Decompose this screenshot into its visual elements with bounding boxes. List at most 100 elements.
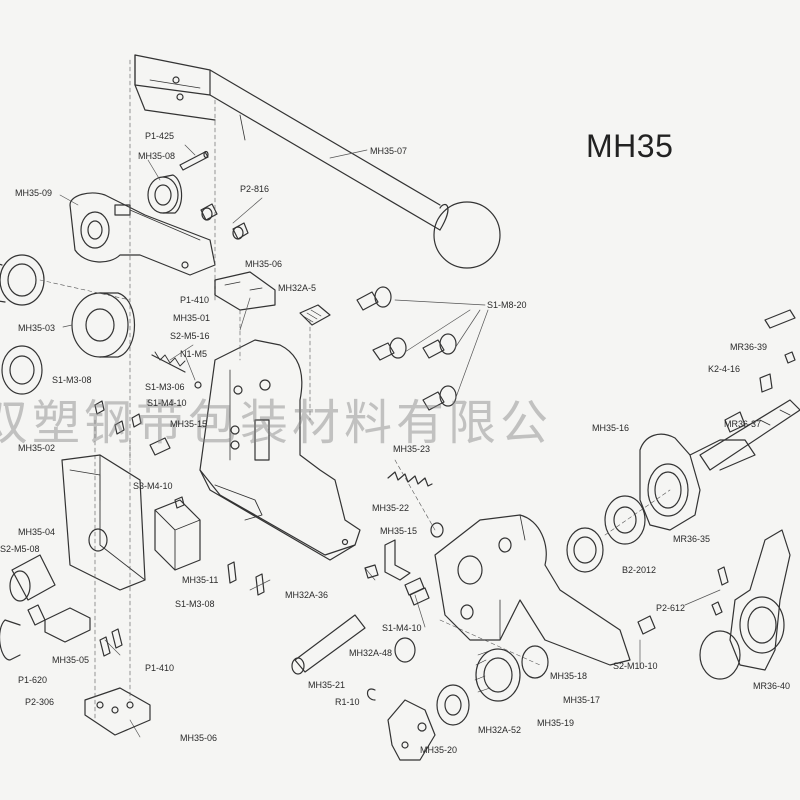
pin-group-2 bbox=[711, 566, 729, 616]
part-label: N1-M5 bbox=[180, 349, 208, 359]
clip-part bbox=[366, 688, 376, 701]
part-label: MH35-16 bbox=[592, 423, 630, 433]
part-label: MH35-15 bbox=[170, 419, 208, 429]
washer-part-2 bbox=[604, 495, 646, 545]
clutch-wheel-part bbox=[0, 254, 45, 306]
part-label: P1-620 bbox=[18, 675, 48, 685]
bearing-part bbox=[566, 527, 604, 573]
clutch-wheel-part-2 bbox=[1, 345, 43, 395]
leader-lines bbox=[59, 144, 721, 738]
diagram-title: MH35 bbox=[586, 128, 674, 164]
block-part-2 bbox=[154, 499, 201, 571]
ring-part bbox=[71, 292, 136, 358]
part-label: MH35-06 bbox=[180, 733, 218, 743]
small-parts-top-right bbox=[724, 309, 796, 433]
part-label: MH35-17 bbox=[563, 695, 601, 705]
part-label: P1-410 bbox=[180, 295, 210, 305]
pin-group bbox=[99, 628, 123, 657]
part-label: MH35-05 bbox=[52, 655, 90, 665]
plate-part bbox=[387, 699, 436, 761]
part-label: MH35-03 bbox=[18, 323, 56, 333]
roller-part bbox=[200, 203, 249, 240]
clutch-housing-part-2 bbox=[729, 529, 791, 671]
part-label: S2-M10-10 bbox=[613, 661, 658, 671]
part-label: MH32A-36 bbox=[285, 590, 329, 600]
bushing-part bbox=[147, 174, 183, 214]
bracket-part bbox=[214, 271, 276, 311]
part-label: MH35-11 bbox=[182, 575, 219, 585]
part-label: MH35-04 bbox=[18, 527, 56, 537]
part-label: MH35-06 bbox=[245, 259, 283, 269]
shaft-part bbox=[291, 614, 366, 675]
ring-part-3 bbox=[521, 645, 549, 679]
part-label: MH35-07 bbox=[370, 146, 408, 156]
small-screw-group bbox=[94, 400, 185, 509]
nut-part-2 bbox=[364, 564, 379, 579]
main-plate-part bbox=[199, 339, 361, 561]
watermark-text: 双塑钢带包装材料有限公 bbox=[0, 395, 553, 451]
part-label: P2-306 bbox=[25, 697, 55, 707]
screw-part-2 bbox=[637, 615, 656, 635]
part-label: MH35-22 bbox=[372, 503, 410, 513]
block-part bbox=[299, 304, 331, 326]
part-label: MH35-18 bbox=[550, 671, 588, 681]
bolt-part bbox=[356, 286, 457, 411]
lever-arm-part bbox=[134, 54, 501, 269]
part-label: K2-4-16 bbox=[708, 364, 741, 374]
pin-part bbox=[179, 150, 209, 171]
part-label: P2-612 bbox=[656, 603, 686, 613]
part-label: MR36-39 bbox=[730, 342, 768, 352]
roller-part-2 bbox=[430, 522, 444, 538]
part-label: S1-M3-08 bbox=[175, 599, 215, 609]
part-label: S1-M3-08 bbox=[52, 375, 92, 385]
part-label: P1-410 bbox=[145, 663, 175, 673]
part-label: MH32A-5 bbox=[278, 283, 317, 293]
part-label: MH35-20 bbox=[420, 745, 458, 755]
part-label: B2-2012 bbox=[622, 565, 657, 575]
part-label: S1-M4-10 bbox=[382, 623, 422, 633]
ring-part-2 bbox=[436, 684, 470, 726]
cylinder-part bbox=[9, 554, 56, 602]
part-label: S2-M5-08 bbox=[0, 544, 40, 554]
nut-part bbox=[194, 381, 202, 389]
ring-part-4 bbox=[699, 630, 741, 680]
part-label: MH35-15 bbox=[380, 526, 418, 536]
knurled-wheel-part bbox=[474, 648, 521, 702]
washer-part bbox=[394, 637, 416, 663]
part-label: MH35-23 bbox=[393, 444, 431, 454]
part-label: MH35-19 bbox=[537, 718, 575, 728]
part-label: MR36-37 bbox=[724, 419, 762, 429]
housing-part bbox=[61, 454, 146, 591]
part-label: R1-10 bbox=[335, 697, 360, 707]
part-label: P2-816 bbox=[240, 184, 270, 194]
clutch-housing-part bbox=[639, 433, 756, 531]
part-label: S2-M5-16 bbox=[170, 331, 210, 341]
spring-part bbox=[387, 471, 433, 487]
crank-arm-part bbox=[69, 192, 216, 276]
bracket-part-3 bbox=[384, 539, 411, 581]
screw-part bbox=[151, 351, 186, 373]
block-part-3 bbox=[0, 604, 91, 661]
part-label: MH35-21 bbox=[308, 680, 346, 690]
part-label: MR36-35 bbox=[673, 534, 711, 544]
part-label: MH35-01 bbox=[173, 313, 211, 323]
part-label: MR36-40 bbox=[753, 681, 791, 691]
part-label: MH35-09 bbox=[15, 188, 53, 198]
part-label: S1-M3-06 bbox=[145, 382, 185, 392]
part-label: MH32A-52 bbox=[478, 725, 522, 735]
shaft-part-2 bbox=[699, 399, 800, 471]
small-screw-group-2 bbox=[227, 561, 265, 596]
part-label: MH35-02 bbox=[18, 443, 56, 453]
part-label: MH35-08 bbox=[138, 151, 176, 161]
assembly-centerlines bbox=[39, 59, 671, 721]
part-label: MH32A-48 bbox=[349, 648, 393, 658]
bracket-part-2 bbox=[84, 687, 151, 736]
cam-part bbox=[434, 514, 631, 666]
part-label: S3-M4-10 bbox=[133, 481, 173, 491]
part-label: S1-M4-10 bbox=[147, 398, 187, 408]
screw-pair bbox=[404, 577, 430, 606]
part-label: S1-M8-20 bbox=[487, 300, 527, 310]
part-label: P1-425 bbox=[145, 131, 175, 141]
